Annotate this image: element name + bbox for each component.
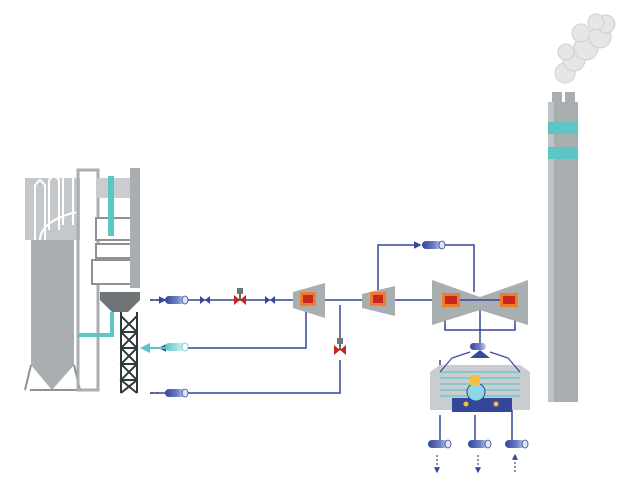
turbine-icon — [293, 280, 528, 325]
chimney-icon — [548, 92, 578, 402]
outlet-arrows — [434, 453, 518, 474]
pipe-stub-icon — [165, 240, 529, 449]
valve-icon — [200, 288, 346, 355]
condenser-icon — [430, 350, 530, 412]
boiler-icon — [24, 163, 140, 392]
steel-frame-icon — [119, 312, 139, 394]
smoke-icon — [554, 13, 616, 84]
